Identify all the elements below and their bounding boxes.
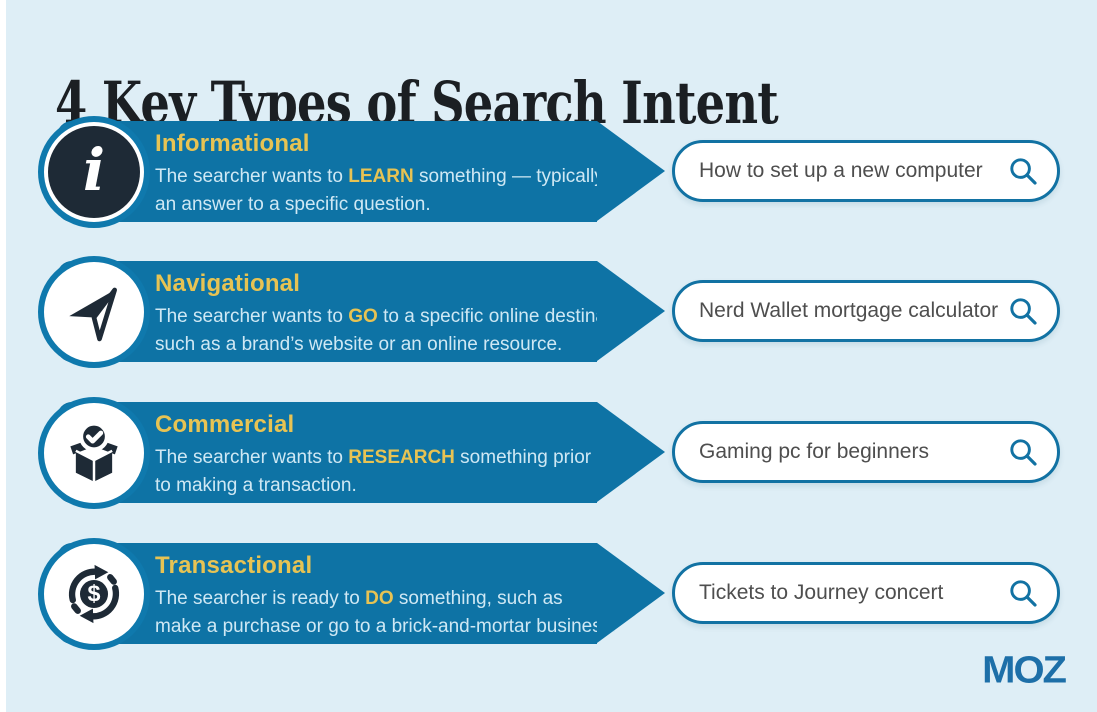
intent-row-informational: Informational The searcher wants to LEAR… bbox=[0, 116, 1097, 228]
intent-description: The searcher wants to RESEARCH something… bbox=[155, 447, 592, 496]
search-icon[interactable] bbox=[1007, 295, 1039, 327]
intent-keyword: DO bbox=[365, 588, 394, 609]
search-query: Gaming pc for beginners bbox=[699, 440, 929, 463]
intent-row-commercial: Commercial The searcher wants to RESEARC… bbox=[0, 397, 1097, 509]
box-check-icon bbox=[38, 397, 150, 509]
search-icon[interactable] bbox=[1007, 577, 1039, 609]
search-pill[interactable]: Tickets to Journey concert bbox=[672, 562, 1060, 624]
intent-description: The searcher is ready to DO something, s… bbox=[155, 588, 617, 637]
intent-heading: Informational bbox=[155, 130, 310, 157]
search-pill[interactable]: Nerd Wallet mortgage calculator bbox=[672, 280, 1060, 342]
search-pill[interactable]: How to set up a new computer bbox=[672, 140, 1060, 202]
left-edge-strip bbox=[0, 0, 6, 712]
moz-logo: MOZ bbox=[982, 649, 1067, 691]
search-icon[interactable] bbox=[1007, 155, 1039, 187]
intent-heading: Navigational bbox=[155, 270, 301, 297]
intent-keyword: RESEARCH bbox=[348, 447, 455, 468]
intent-row-transactional: Transactional The searcher is ready to D… bbox=[0, 538, 1097, 650]
navigation-arrow-icon bbox=[38, 256, 150, 368]
info-icon: i bbox=[38, 116, 150, 228]
intent-heading: Transactional bbox=[155, 552, 313, 579]
search-query: How to set up a new computer bbox=[699, 159, 983, 182]
intent-keyword: LEARN bbox=[348, 166, 414, 187]
intent-description: The searcher wants to GO to a specific o… bbox=[155, 306, 642, 355]
dollar-cycle-icon: $ bbox=[38, 538, 150, 650]
intent-banner: Informational The searcher wants to LEAR… bbox=[57, 121, 665, 222]
intent-heading: Commercial bbox=[155, 411, 295, 438]
search-query: Nerd Wallet mortgage calculator bbox=[699, 299, 999, 322]
intent-row-navigational: Navigational The searcher wants to GO to… bbox=[0, 256, 1097, 368]
svg-text:$: $ bbox=[88, 581, 101, 607]
search-query: Tickets to Journey concert bbox=[699, 581, 944, 604]
search-icon[interactable] bbox=[1007, 436, 1039, 468]
intent-description: The searcher wants to LEARN something — … bbox=[155, 166, 604, 215]
search-pill[interactable]: Gaming pc for beginners bbox=[672, 421, 1060, 483]
intent-keyword: GO bbox=[348, 306, 378, 327]
intent-banner: Navigational The searcher wants to GO to… bbox=[57, 261, 665, 362]
